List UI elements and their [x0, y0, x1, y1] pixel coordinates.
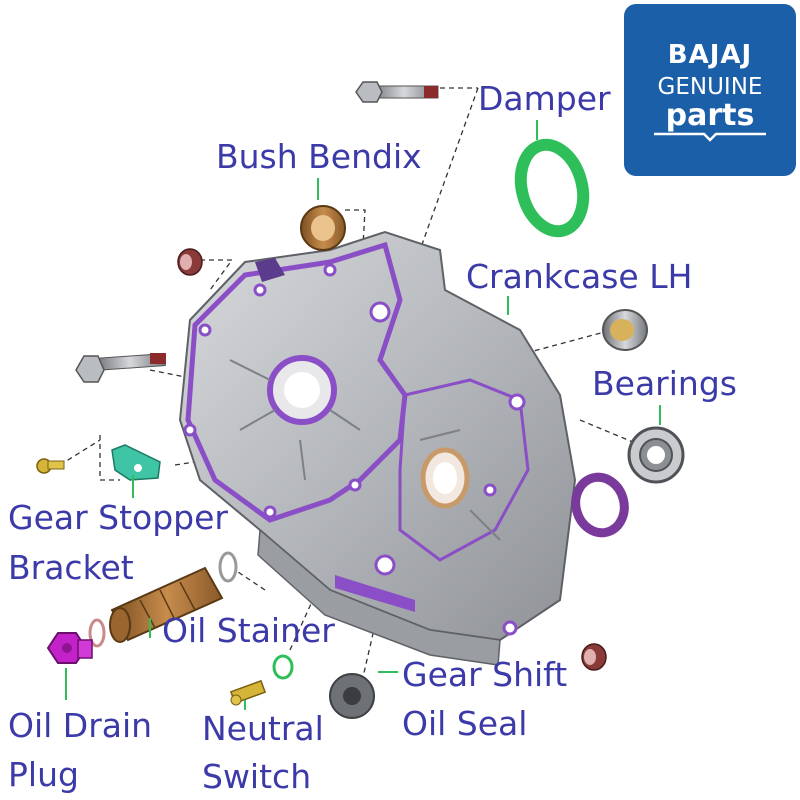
top-bolt: [355, 81, 439, 103]
bush-bendix-part: [300, 205, 346, 251]
gear-shift-oil-seal-part: [329, 673, 375, 719]
bajaj-genuine-parts-logo: BAJAJ GENUINE parts: [624, 4, 796, 176]
side-bolt: [75, 353, 166, 383]
label-crankcase-lh: Crankcase LH: [466, 257, 693, 296]
neutral-switch-part: [229, 654, 294, 706]
crankcase-lh: [178, 230, 577, 666]
drain-o-ring: [88, 618, 106, 648]
label-oil-stainer: Oil Stainer: [162, 611, 335, 650]
label-neutral-line2: Switch: [202, 757, 312, 796]
label-gear-stopper-line2: Bracket: [8, 548, 134, 587]
label-gear-stopper-line1: Gear Stopper: [8, 498, 228, 537]
purple-oil-seal: [571, 472, 629, 538]
label-damper: Damper: [478, 79, 611, 118]
small-screw: [36, 458, 65, 474]
logo-brand: BAJAJ: [667, 40, 753, 70]
ball-bearing: [627, 426, 685, 484]
label-gear-shift-line1: Gear Shift: [402, 655, 568, 694]
label-neutral-line1: Neutral: [202, 709, 324, 748]
label-bearings: Bearings: [592, 364, 737, 403]
label-bush-bendix: Bush Bendix: [216, 137, 422, 176]
label-gear-shift-line2: Oil Seal: [402, 704, 528, 743]
logo-swoosh-icon: [654, 132, 766, 142]
logo-genuine: GENUINE: [657, 74, 763, 100]
small-bush-bottom: [581, 643, 607, 671]
gear-stopper-bracket-part: [111, 444, 161, 481]
logo-parts: parts: [665, 98, 755, 133]
label-pointers: [65, 120, 661, 710]
oil-strainer-part: [109, 551, 238, 643]
damper-ring: [514, 138, 590, 238]
small-bush: [177, 248, 203, 276]
oil-drain-plug-part: [46, 632, 93, 664]
label-oil-drain-line2: Plug: [8, 755, 79, 794]
label-oil-drain-line1: Oil Drain: [8, 706, 153, 745]
needle-bearing: [602, 309, 648, 351]
